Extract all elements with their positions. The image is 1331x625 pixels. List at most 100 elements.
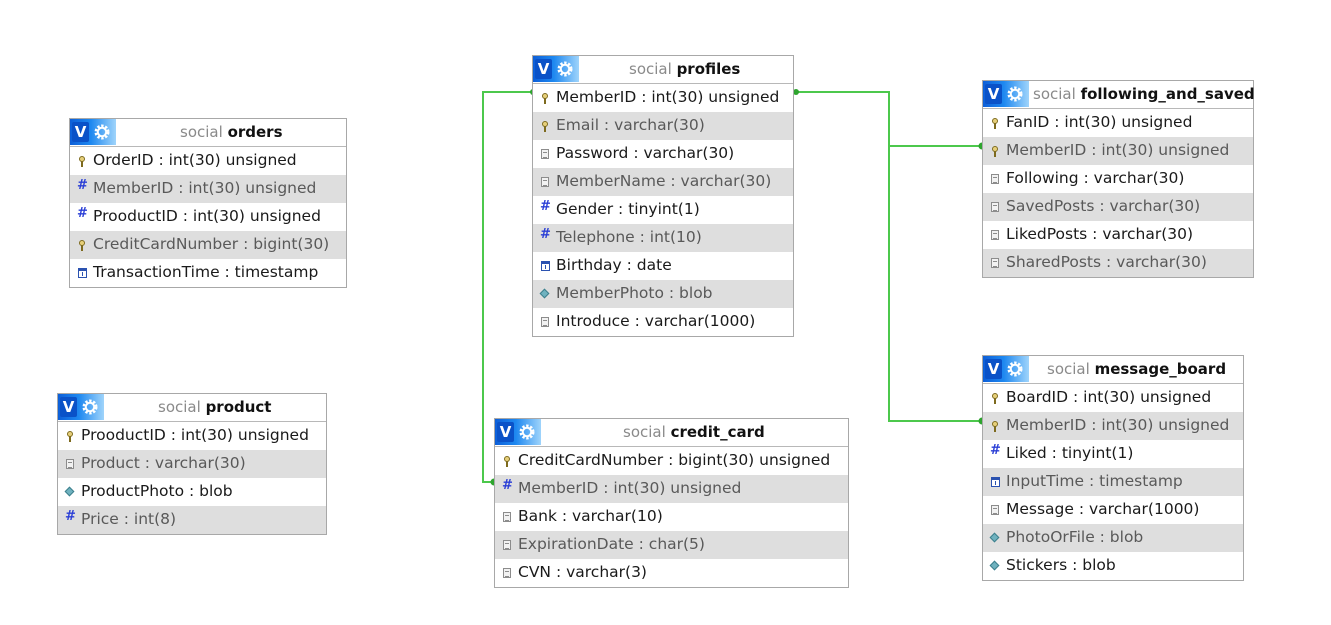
column-row[interactable]: LikedPosts : varchar(30) xyxy=(983,221,1253,249)
table-following-and-saved[interactable]: V social following_and_saved FanID : int… xyxy=(982,80,1255,278)
header-buttons: V xyxy=(983,81,1029,107)
column-row[interactable]: FanID : int(30) unsigned xyxy=(983,109,1253,137)
blob-icon xyxy=(990,533,1000,544)
column-row[interactable]: Following : varchar(30) xyxy=(983,165,1253,193)
view-button[interactable]: V xyxy=(60,397,77,417)
table-db-name: social xyxy=(629,60,672,78)
column-label: MemberID : int(30) unsigned xyxy=(556,88,780,106)
column-label: Price : int(8) xyxy=(81,510,177,528)
column-row[interactable]: Telephone : int(10) xyxy=(533,224,793,252)
key-icon xyxy=(990,421,1000,432)
column-row[interactable]: Introduce : varchar(1000) xyxy=(533,308,793,336)
column-row[interactable]: CreditCardNumber : bigint(30) unsigned xyxy=(495,447,848,475)
gear-icon[interactable] xyxy=(81,398,99,416)
number-icon xyxy=(540,225,551,245)
text-icon xyxy=(990,230,1000,241)
column-row[interactable]: MemberID : int(30) unsigned xyxy=(983,137,1253,165)
column-row[interactable]: PhotoOrFile : blob xyxy=(983,524,1243,552)
column-row[interactable]: CVN : varchar(3) xyxy=(495,559,848,587)
view-button[interactable]: V xyxy=(985,359,1002,379)
number-icon xyxy=(502,476,513,496)
text-icon xyxy=(540,317,550,328)
gear-icon[interactable] xyxy=(556,60,574,78)
column-row[interactable]: BoardID : int(30) unsigned xyxy=(983,384,1243,412)
column-row[interactable]: MemberID : int(30) unsigned xyxy=(70,175,346,203)
column-label: ExpirationDate : char(5) xyxy=(518,535,705,553)
number-icon xyxy=(77,204,88,224)
column-row[interactable]: SavedPosts : varchar(30) xyxy=(983,193,1253,221)
column-row[interactable]: ExpirationDate : char(5) xyxy=(495,531,848,559)
column-row[interactable]: ProoductID : int(30) unsigned xyxy=(70,203,346,231)
column-label: ProoductID : int(30) unsigned xyxy=(81,426,309,444)
table-title: social product xyxy=(158,394,271,420)
view-button[interactable]: V xyxy=(72,122,89,142)
column-row[interactable]: Email : varchar(30) xyxy=(533,112,793,140)
column-label: Stickers : blob xyxy=(1006,556,1116,574)
column-label: SavedPosts : varchar(30) xyxy=(1006,197,1201,215)
column-row[interactable]: Liked : tinyint(1) xyxy=(983,440,1243,468)
table-credit-card[interactable]: V social credit_card CreditCardNumber : … xyxy=(494,418,849,588)
gear-icon[interactable] xyxy=(1006,85,1024,103)
column-label: MemberID : int(30) unsigned xyxy=(93,179,317,197)
column-label: MemberID : int(30) unsigned xyxy=(1006,141,1230,159)
column-label: CreditCardNumber : bigint(30) xyxy=(93,235,330,253)
table-profiles[interactable]: V social profiles MemberID : int(30) uns… xyxy=(532,55,794,337)
column-row[interactable]: Product : varchar(30) xyxy=(58,450,326,478)
number-icon xyxy=(540,197,551,217)
column-row[interactable]: Password : varchar(30) xyxy=(533,140,793,168)
column-row[interactable]: Gender : tinyint(1) xyxy=(533,196,793,224)
number-icon xyxy=(65,507,76,527)
view-button[interactable]: V xyxy=(497,422,514,442)
column-row[interactable]: ProductPhoto : blob xyxy=(58,478,326,506)
key-icon xyxy=(990,393,1000,404)
column-label: Bank : varchar(10) xyxy=(518,507,663,525)
view-button[interactable]: V xyxy=(535,59,552,79)
column-label: FanID : int(30) unsigned xyxy=(1006,113,1193,131)
key-icon xyxy=(990,146,1000,157)
table-title: social message_board xyxy=(1047,356,1226,382)
table-message-board[interactable]: V social message_board BoardID : int(30)… xyxy=(982,355,1244,581)
table-orders[interactable]: V social orders OrderID : int(30) unsign… xyxy=(69,118,347,288)
column-row[interactable]: InputTime : timestamp xyxy=(983,468,1243,496)
column-row[interactable]: MemberID : int(30) unsigned xyxy=(983,412,1243,440)
text-icon xyxy=(502,568,512,579)
blob-icon xyxy=(990,561,1000,572)
table-product[interactable]: V social product ProoductID : int(30) un… xyxy=(57,393,327,535)
column-row[interactable]: Birthday : date xyxy=(533,252,793,280)
column-row[interactable]: ProoductID : int(30) unsigned xyxy=(58,422,326,450)
table-db-name: social xyxy=(180,123,223,141)
column-row[interactable]: MemberPhoto : blob xyxy=(533,280,793,308)
column-row[interactable]: MemberName : varchar(30) xyxy=(533,168,793,196)
table-header[interactable]: V social product xyxy=(58,394,326,422)
header-buttons: V xyxy=(533,56,579,82)
column-label: Email : varchar(30) xyxy=(556,116,705,134)
view-button[interactable]: V xyxy=(985,84,1002,104)
column-label: TransactionTime : timestamp xyxy=(93,263,319,281)
column-label: Gender : tinyint(1) xyxy=(556,200,700,218)
column-row[interactable]: MemberID : int(30) unsigned xyxy=(533,84,793,112)
table-header[interactable]: V social message_board xyxy=(983,356,1243,384)
text-icon xyxy=(990,174,1000,185)
column-label: Liked : tinyint(1) xyxy=(1006,444,1134,462)
table-header[interactable]: V social credit_card xyxy=(495,419,848,447)
column-row[interactable]: Message : varchar(1000) xyxy=(983,496,1243,524)
link-profiles-following xyxy=(793,91,983,147)
column-row[interactable]: CreditCardNumber : bigint(30) xyxy=(70,231,346,259)
column-row[interactable]: Price : int(8) xyxy=(58,506,326,534)
column-row[interactable]: Stickers : blob xyxy=(983,552,1243,580)
table-header[interactable]: V social following_and_saved xyxy=(983,81,1255,109)
table-name: product xyxy=(205,398,272,416)
text-icon xyxy=(502,512,512,523)
key-icon xyxy=(77,156,87,167)
table-header[interactable]: V social profiles xyxy=(533,56,793,84)
gear-icon[interactable] xyxy=(93,123,111,141)
column-row[interactable]: OrderID : int(30) unsigned xyxy=(70,147,346,175)
column-row[interactable]: SharedPosts : varchar(30) xyxy=(983,249,1253,277)
header-buttons: V xyxy=(983,356,1029,382)
table-header[interactable]: V social orders xyxy=(70,119,346,147)
gear-icon[interactable] xyxy=(1006,360,1024,378)
gear-icon[interactable] xyxy=(518,423,536,441)
column-row[interactable]: TransactionTime : timestamp xyxy=(70,259,346,287)
column-row[interactable]: Bank : varchar(10) xyxy=(495,503,848,531)
column-row[interactable]: MemberID : int(30) unsigned xyxy=(495,475,848,503)
